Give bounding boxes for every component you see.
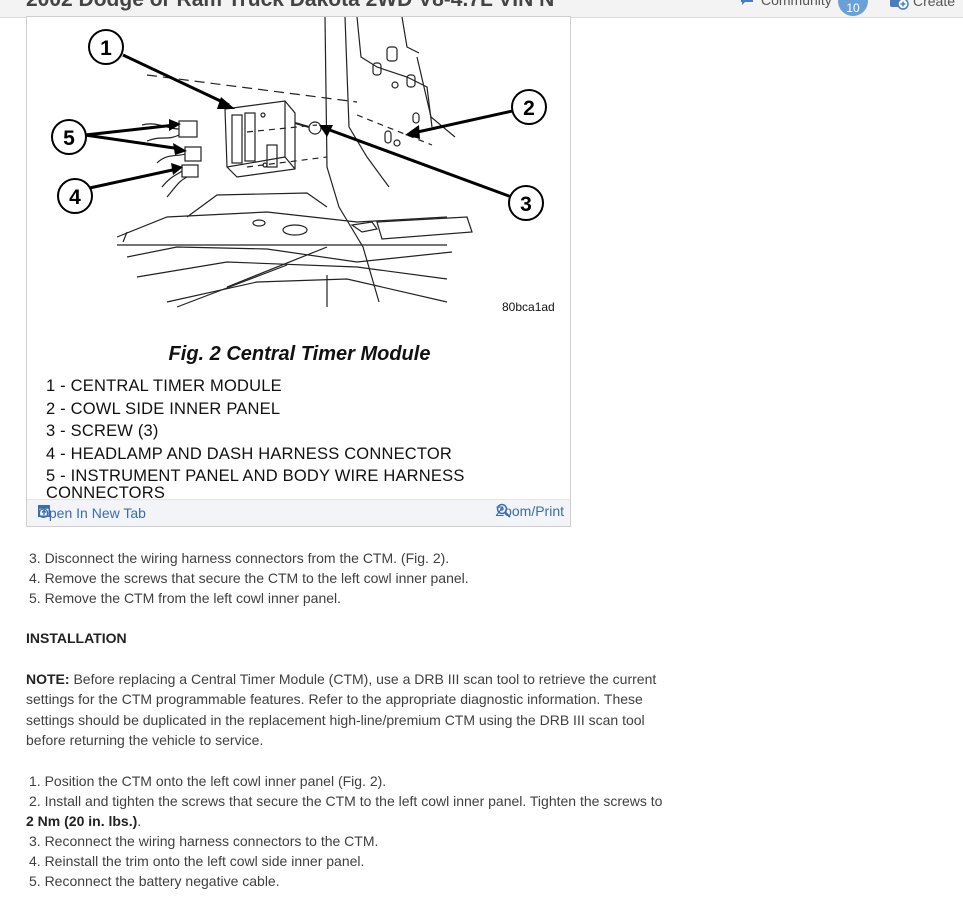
image-code: 80bca1ad <box>502 300 555 314</box>
ctm-diagram: 1 2 3 4 5 <box>51 17 547 308</box>
open-in-new-tab-icon <box>38 505 50 517</box>
installation-steps: 1. Position the CTM onto the left cowl i… <box>26 771 666 891</box>
callout-1: 1 <box>88 29 124 65</box>
open-in-new-tab-label: Open In New Tab <box>38 505 146 521</box>
removal-step: 5. Remove the CTM from the left cowl inn… <box>29 590 342 606</box>
svg-text:5: 5 <box>63 127 75 150</box>
figure-card: 1 2 3 4 5 80bca1ad Fig. 2 Central Timer … <box>26 16 571 527</box>
legend-item: 3 - SCREW (3) <box>46 422 159 441</box>
callout-5: 5 <box>51 119 87 155</box>
create-button[interactable]: Create <box>889 0 955 10</box>
svg-text:1: 1 <box>100 37 112 60</box>
removal-step: 4. Remove the screws that secure the CTM… <box>29 570 469 586</box>
svg-text:3: 3 <box>520 193 532 216</box>
zoom-print-link[interactable]: Zoom/Print <box>496 503 564 519</box>
legend-item: 1 - CENTRAL TIMER MODULE <box>46 377 282 395</box>
svg-text:4: 4 <box>69 186 81 209</box>
page-header: 2002 Dodge or Ram Truck Dakota 2WD V8-4.… <box>0 0 963 18</box>
installation-step: 5. Reconnect the battery negative cable. <box>29 872 280 889</box>
zoom-print-label: Zoom/Print <box>495 503 564 519</box>
legend-item: 2 - COWL SIDE INNER PANEL <box>46 399 281 418</box>
installation-step: 2. Install and tighten the screws that s… <box>26 791 666 831</box>
note-label: NOTE: <box>26 671 70 687</box>
zoom-icon <box>496 503 511 518</box>
note-text: Before replacing a Central Timer Module … <box>26 671 657 749</box>
user-avatar-badge[interactable]: 10 <box>838 0 868 16</box>
callout-2: 2 <box>511 89 547 125</box>
procedure-content: 3. Disconnect the wiring harness connect… <box>26 548 666 891</box>
legend-item: 4 - HEADLAMP AND DASH HARNESS CONNECTOR <box>46 444 453 463</box>
torque-spec: 2 Nm (20 in. lbs.) <box>26 812 138 829</box>
legend-item: 5 - INSTRUMENT PANEL AND BODY WIRE HARNE… <box>46 467 465 503</box>
create-icon <box>890 0 909 10</box>
open-in-new-tab-link[interactable]: Open In New Tab <box>38 505 146 521</box>
callout-3: 3 <box>508 185 544 221</box>
create-label: Create <box>913 0 956 9</box>
installation-step: 3. Reconnect the wiring harness connecto… <box>29 832 379 849</box>
chat-icon <box>741 0 753 5</box>
svg-text:2: 2 <box>523 97 535 120</box>
step-text: 2. Install and tighten the screws that s… <box>29 792 663 809</box>
installation-step: 4. Reinstall the trim onto the left cowl… <box>29 852 365 869</box>
installation-note: NOTE: Before replacing a Central Timer M… <box>26 669 666 751</box>
installation-heading: INSTALLATION <box>26 630 127 646</box>
figure-legend: 1 - CENTRAL TIMER MODULE 2 - COWL SIDE I… <box>46 375 486 502</box>
figure-caption: Fig. 2 Central Timer Module <box>168 343 431 365</box>
community-label: Community <box>761 0 832 8</box>
community-link[interactable]: Community <box>739 0 832 8</box>
installation-step: 1. Position the CTM onto the left cowl i… <box>29 772 387 789</box>
removal-step: 3. Disconnect the wiring harness connect… <box>29 550 450 566</box>
page-title: 2002 Dodge or Ram Truck Dakota 2WD V8-4.… <box>26 0 554 12</box>
step-end: . <box>137 812 142 829</box>
callout-4: 4 <box>57 178 93 214</box>
figure-footer: Open In New Tab Zoom/Print <box>27 499 570 526</box>
